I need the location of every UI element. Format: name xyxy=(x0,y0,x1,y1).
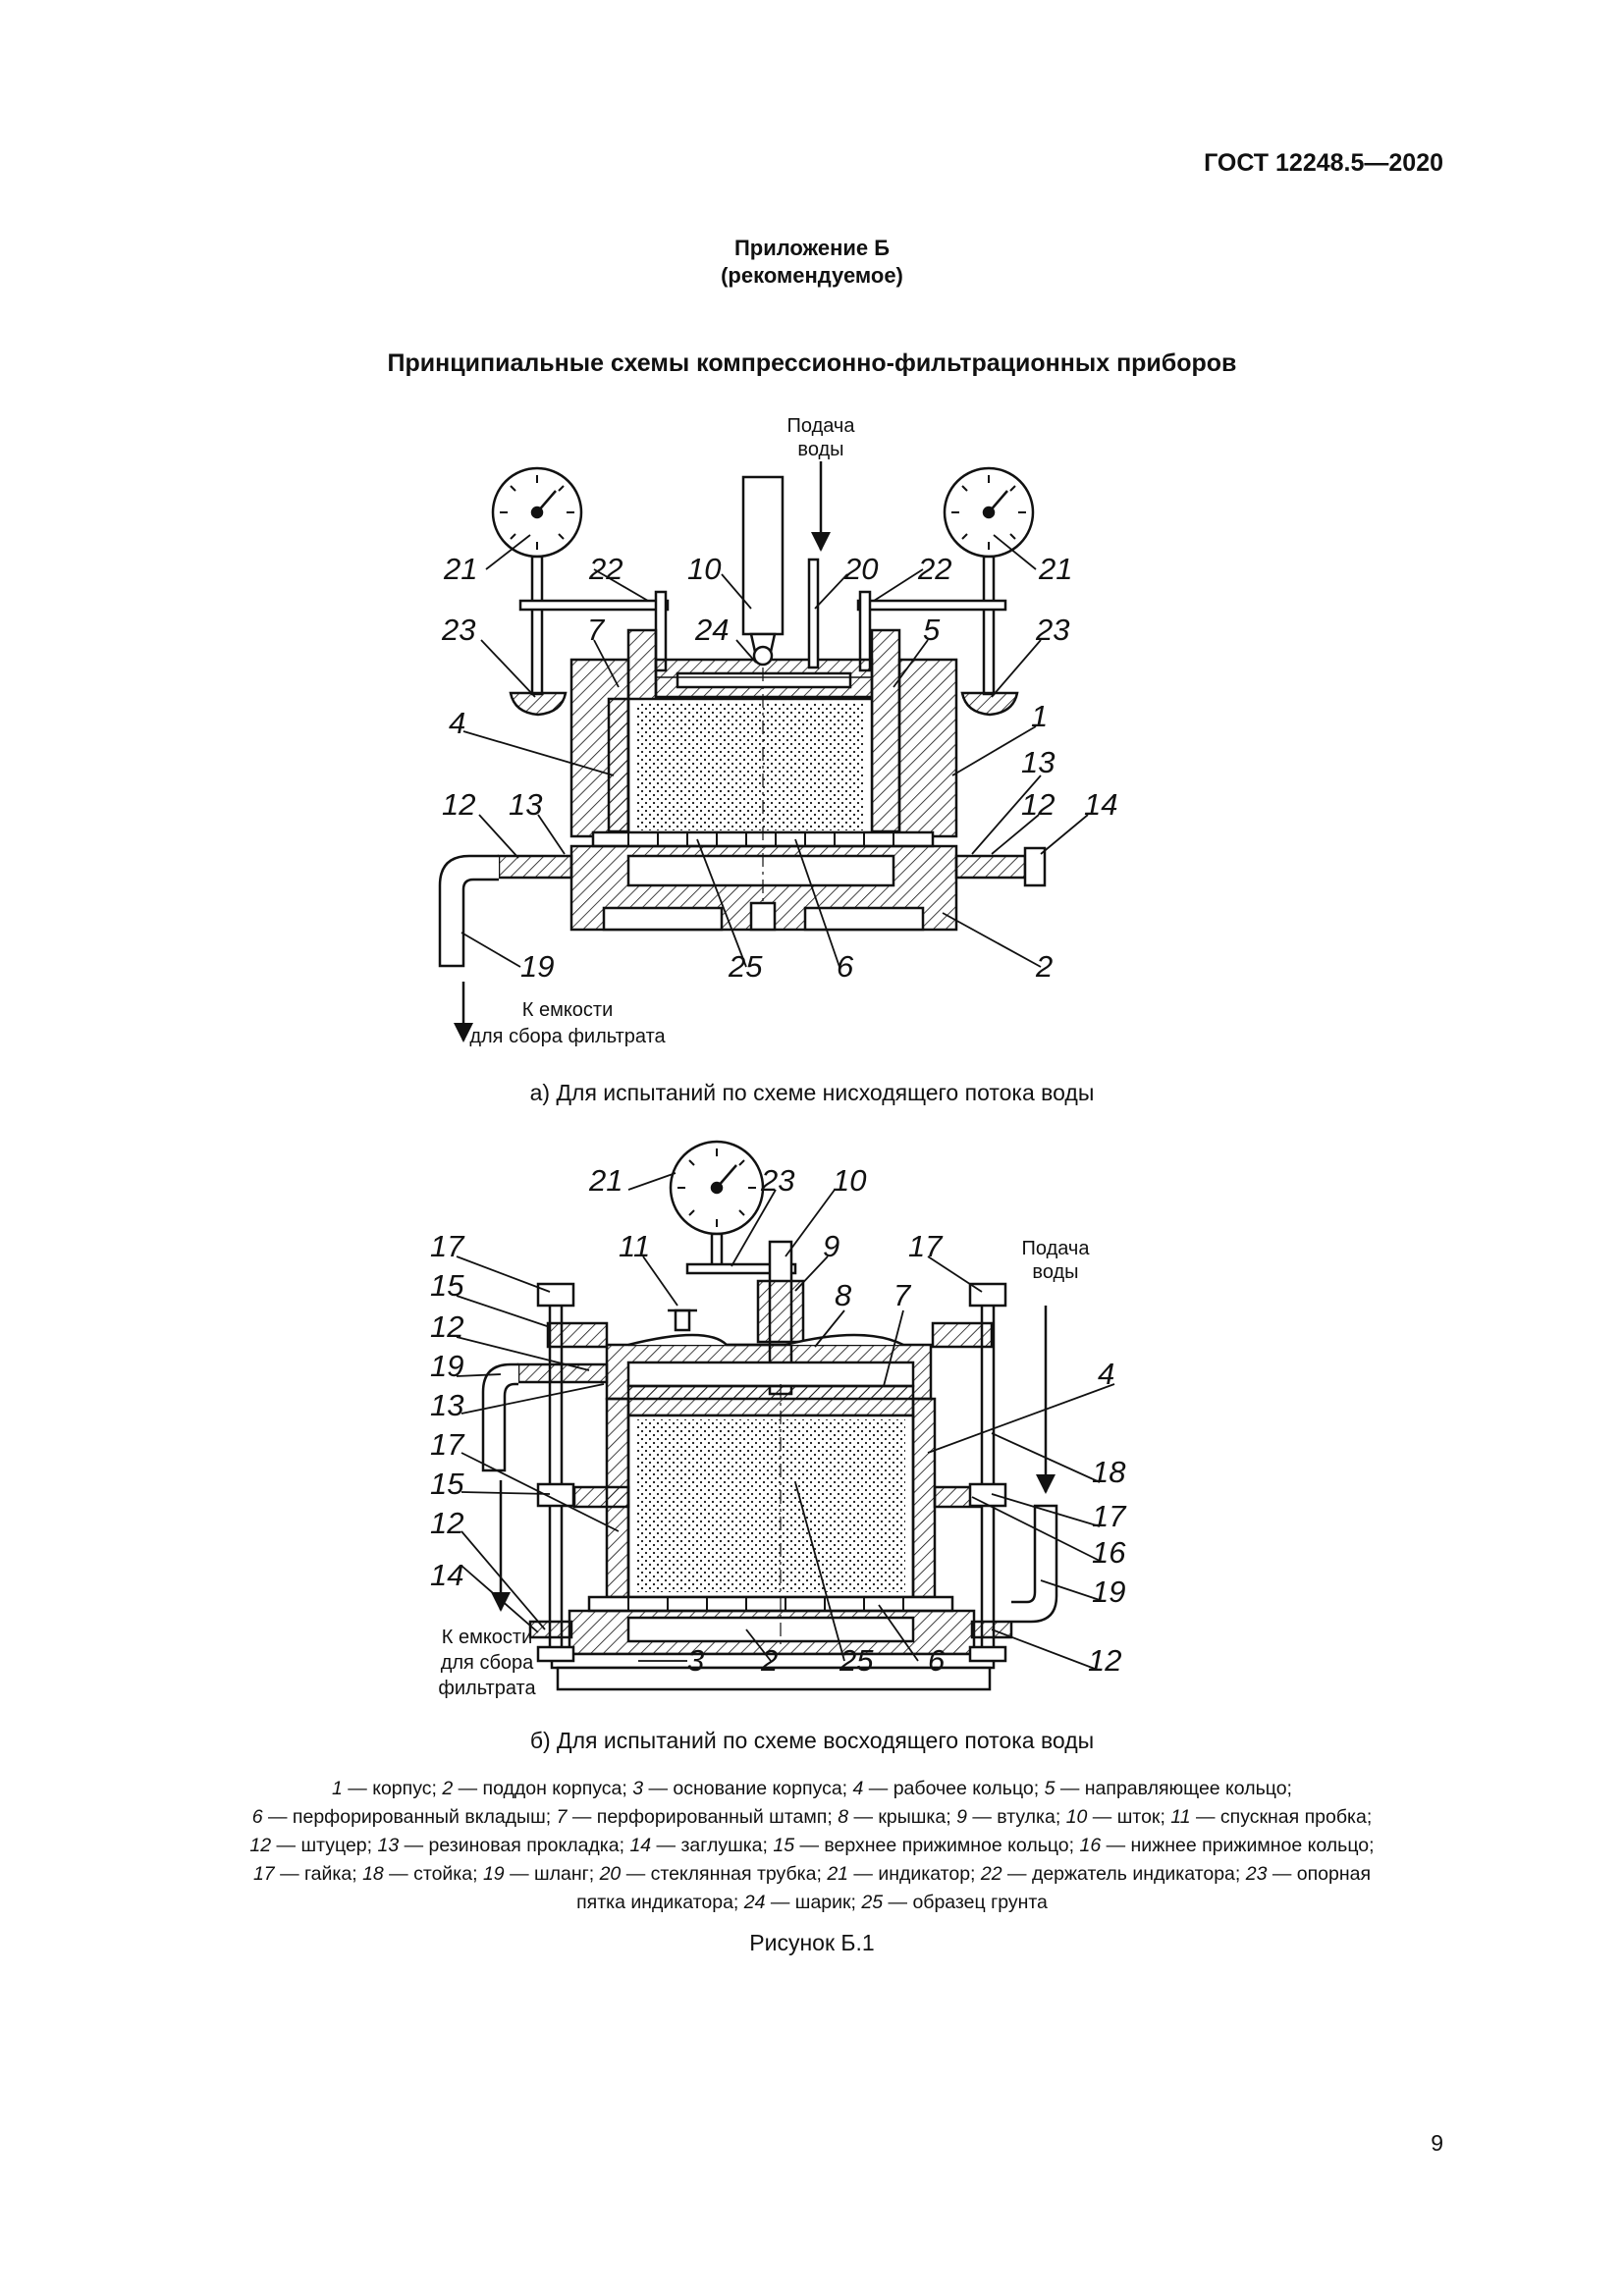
callout: 2 xyxy=(760,1643,778,1678)
outlet-label: К емкости xyxy=(442,1627,533,1648)
callout: 23 xyxy=(1035,613,1069,647)
callout: 16 xyxy=(1092,1535,1126,1570)
appendix-title: Приложение Б xyxy=(733,236,891,260)
callout: 13 xyxy=(430,1388,463,1422)
callout: 8 xyxy=(835,1278,852,1312)
callout: 9 xyxy=(823,1229,839,1263)
callout: 4 xyxy=(449,706,465,740)
callout: 21 xyxy=(1038,552,1072,586)
callout: 21 xyxy=(443,552,477,586)
callout: 17 xyxy=(430,1229,465,1263)
callout: 22 xyxy=(917,552,951,586)
indicator-gauge-left xyxy=(491,466,583,559)
callout: 7 xyxy=(587,613,606,647)
indicator-gauge xyxy=(669,1140,765,1236)
callout: 13 xyxy=(1021,745,1055,779)
callout: 1 xyxy=(1031,699,1048,733)
callout: 14 xyxy=(1084,787,1117,822)
outlet-label: К емкости xyxy=(522,999,614,1021)
callout: 11 xyxy=(619,1229,650,1263)
callout: 21 xyxy=(588,1163,623,1198)
callout: 12 xyxy=(442,787,475,822)
page-number: 9 xyxy=(1431,2130,1443,2156)
figure-b-caption: б) Для испытаний по схеме восходящего по… xyxy=(529,1728,1095,1753)
figure-legend: 1 — корпус; 2 — поддон корпуса; 3 — осно… xyxy=(128,1775,1496,1917)
callout: 12 xyxy=(1021,787,1055,822)
legend-line: 1 — корпус; 2 — поддон корпуса; 3 — осно… xyxy=(332,1778,1292,1799)
callout: 19 xyxy=(430,1349,463,1383)
water-supply-label: Подача xyxy=(787,415,856,437)
water-supply-label: Подача xyxy=(1022,1238,1091,1259)
callout: 19 xyxy=(1092,1575,1125,1609)
callout: 12 xyxy=(430,1309,463,1344)
callout: 10 xyxy=(687,552,721,586)
callout: 23 xyxy=(760,1163,794,1198)
indicator-gauge-right xyxy=(943,466,1035,559)
section-title: Принципиальные схемы компрессионно-фильт… xyxy=(387,349,1237,377)
callout: 17 xyxy=(430,1427,465,1462)
diagram-downward-flow: 21 22 10 20 22 21 23 7 24 5 23 4 1 12 13… xyxy=(438,415,1117,1047)
callout: 12 xyxy=(1088,1643,1121,1678)
callout: 25 xyxy=(728,949,763,984)
legend-line: 17 — гайка; 18 — стойка; 19 — шланг; 20 … xyxy=(252,1863,1372,1885)
callout: 6 xyxy=(837,949,854,984)
callout: 24 xyxy=(694,613,729,647)
figure-label: Рисунок Б.1 xyxy=(749,1930,875,1955)
callout: 15 xyxy=(430,1268,464,1303)
legend-line: пятка индикатора; 24 — шарик; 25 — образ… xyxy=(576,1892,1048,1913)
callout: 22 xyxy=(588,552,623,586)
callout: 23 xyxy=(441,613,475,647)
callout: 6 xyxy=(928,1643,946,1678)
callout: 2 xyxy=(1035,949,1053,984)
outlet-label: фильтрата xyxy=(438,1678,536,1699)
callout: 3 xyxy=(687,1643,704,1678)
callout: 5 xyxy=(923,613,941,647)
figure-a-caption: а) Для испытаний по схеме нисходящего по… xyxy=(529,1080,1095,1105)
callout: 14 xyxy=(430,1558,463,1592)
legend-line: 6 — перфорированный вкладыш; 7 — перфори… xyxy=(251,1806,1373,1828)
callout: 18 xyxy=(1092,1455,1126,1489)
legend-line: 12 — штуцер; 13 — резиновая прокладка; 1… xyxy=(249,1835,1375,1856)
diagram-upward-flow: 21 23 10 11 9 17 15 8 7 17 12 19 4 13 17… xyxy=(430,1140,1127,1699)
callout: 7 xyxy=(893,1278,912,1312)
callout: 17 xyxy=(1092,1499,1127,1533)
callout: 4 xyxy=(1098,1357,1114,1391)
water-supply-label: воды xyxy=(1032,1261,1078,1283)
callout: 12 xyxy=(430,1506,463,1540)
callout: 15 xyxy=(430,1467,464,1501)
outlet-label: для сбора xyxy=(441,1652,534,1674)
callout: 13 xyxy=(509,787,542,822)
callout: 20 xyxy=(843,552,878,586)
water-supply-label: воды xyxy=(797,439,843,460)
callout: 10 xyxy=(833,1163,866,1198)
callout: 19 xyxy=(520,949,554,984)
standard-designation: ГОСТ 12248.5—2020 xyxy=(1204,149,1443,177)
callout: 17 xyxy=(908,1229,944,1263)
outlet-label: для сбора фильтрата xyxy=(469,1026,666,1047)
callout: 25 xyxy=(839,1643,874,1678)
appendix-status: (рекомендуемое) xyxy=(721,263,903,288)
